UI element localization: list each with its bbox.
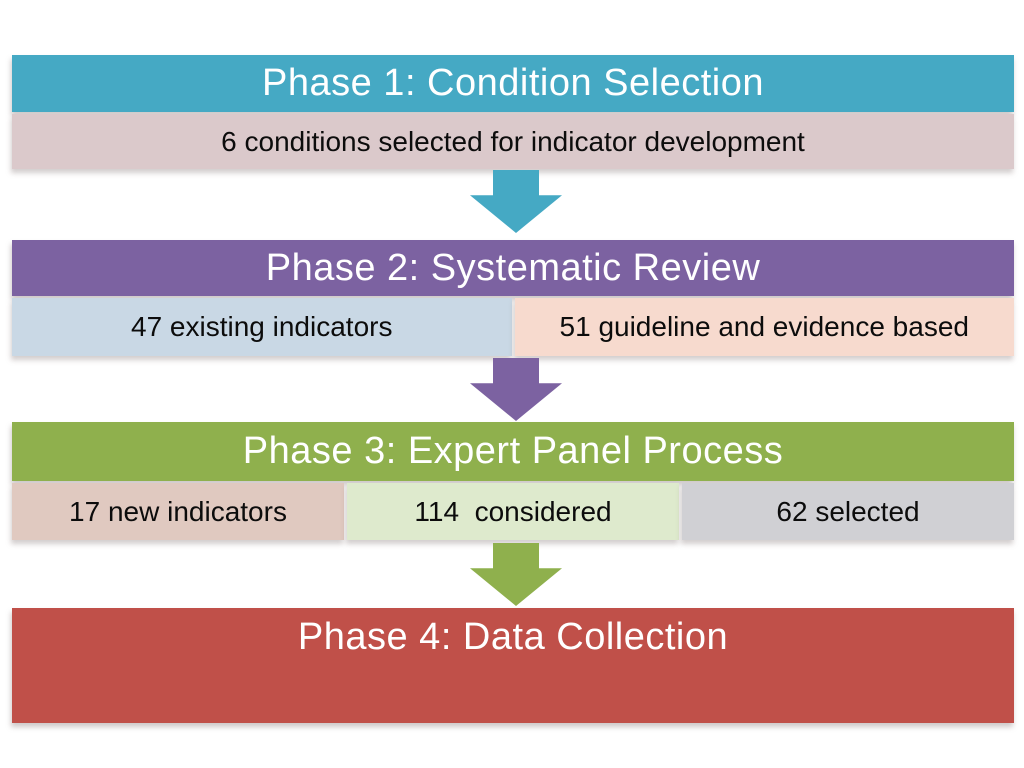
phase-3-stat-bar-considered: 114 considered bbox=[347, 483, 679, 540]
phase-2-stat-label-guideline: 51 guideline and evidence based bbox=[559, 311, 969, 342]
phase-3-stat-row: 17 new indicators 114 considered 62 sele… bbox=[12, 483, 1014, 540]
phase-2-stat-bar-guideline: 51 guideline and evidence based bbox=[514, 298, 1014, 356]
phase-1-title: Phase 1: Condition Selection bbox=[262, 62, 764, 104]
phase-3-stat-label-new: 17 new indicators bbox=[69, 495, 287, 527]
phase-1-stat-label: 6 conditions selected for indicator deve… bbox=[221, 125, 805, 157]
down-arrow-phase-2-to-3 bbox=[470, 358, 562, 421]
phase-2-stat-row: 47 existing indicators 51 guideline and … bbox=[12, 298, 1014, 356]
phase-2-stat-bar-existing: 47 existing indicators bbox=[12, 298, 512, 356]
phase-3-title: Phase 3: Expert Panel Process bbox=[242, 430, 784, 472]
down-arrow-phase-3-to-4 bbox=[470, 543, 562, 606]
phase-2-title: Phase 2: Systematic Review bbox=[265, 246, 761, 289]
phase-3-stat-label-considered: 114 considered bbox=[414, 495, 612, 527]
phase-3-header-bar: Phase 3: Expert Panel Process bbox=[12, 422, 1014, 481]
phase-2-stat-label-existing: 47 existing indicators bbox=[131, 311, 393, 342]
phase-3-stat-bar-selected: 62 selected bbox=[682, 483, 1014, 540]
down-arrow-phase-1-to-2 bbox=[470, 170, 562, 233]
phase-1-stat-row: 6 conditions selected for indicator deve… bbox=[12, 114, 1014, 169]
phase-4-header-bar: Phase 4: Data Collection bbox=[12, 608, 1014, 723]
phase-2-header-bar: Phase 2: Systematic Review bbox=[12, 240, 1014, 296]
phase-1-stat-bar: 6 conditions selected for indicator deve… bbox=[12, 114, 1014, 169]
phase-1-header-bar: Phase 1: Condition Selection bbox=[12, 55, 1014, 112]
phase-3-stat-bar-new: 17 new indicators bbox=[12, 483, 344, 540]
phase-4-title: Phase 4: Data Collection bbox=[297, 616, 729, 658]
phase-3-stat-label-selected: 62 selected bbox=[776, 495, 920, 527]
